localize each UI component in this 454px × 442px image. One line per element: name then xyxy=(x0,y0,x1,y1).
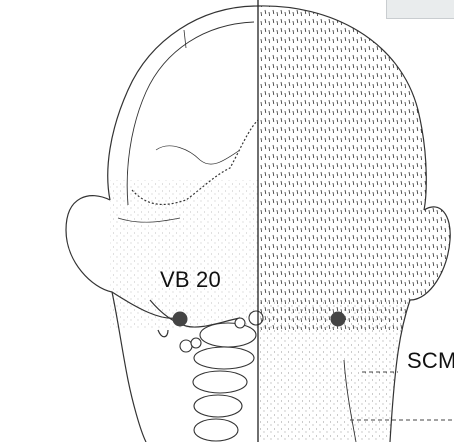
corner-tab xyxy=(386,0,454,19)
vb20-point-right xyxy=(331,312,346,327)
vb20-point-left xyxy=(173,312,188,327)
scm-label: SCM xyxy=(407,350,454,372)
cervical-vertebrae xyxy=(180,311,263,441)
vb20-label: VB 20 xyxy=(160,269,221,291)
